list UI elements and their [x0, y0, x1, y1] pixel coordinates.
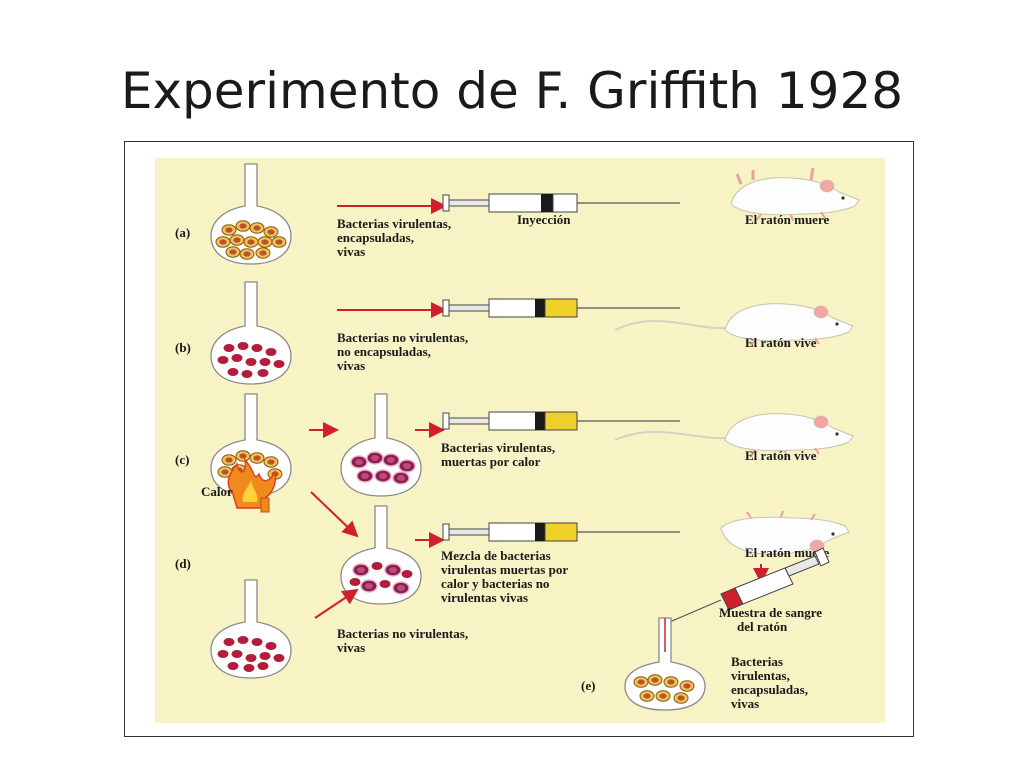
bacteria-label-b: Bacterias no virulentas, no encapsuladas… [337, 330, 471, 373]
flask-b [210, 281, 292, 385]
blood-syringe [664, 547, 830, 625]
syringe-c [442, 411, 680, 431]
flask-c-dead [340, 393, 422, 497]
row-e: (e) Bacterias virulentas, encapsuladas, … [581, 617, 811, 711]
row-label-e: (e) [581, 678, 595, 693]
bacteria-label-a: Bacterias virulentas, encapsuladas, viva… [337, 216, 454, 259]
row-label-a: (a) [175, 225, 190, 240]
row-label-d: (d) [175, 556, 191, 571]
arrow-d-from-nonvirulent [314, 588, 359, 619]
flask-c-heated [210, 393, 292, 513]
result-label-b: El ratón vive [745, 335, 817, 350]
heat-label: Calor [201, 484, 233, 499]
slide-title: Experimento de F. Griffith 1928 [120, 62, 904, 120]
blood-sample-label: Muestra de sangre del ratón [719, 605, 825, 634]
mixture-label: Mezcla de bacterias virulentas muertas p… [441, 548, 571, 605]
syringe-a [442, 193, 680, 213]
result-label-c: El ratón vive [745, 448, 817, 463]
arrow-d-from-c [310, 491, 359, 538]
syringe-d [442, 522, 680, 542]
nonvirulent-label-d: Bacterias no virulentas, vivas [337, 626, 471, 655]
row-label-c: (c) [175, 452, 189, 467]
diagram-frame: (a) Bacterias virulentas, encapsuladas, … [124, 141, 914, 737]
mouse-a [730, 167, 860, 222]
row-c: (c) Calor Bacterias virulentas, muertas … [175, 393, 854, 513]
flask-d-nonvirulent [210, 579, 292, 679]
bacteria-label-e: Bacterias virulentas, encapsuladas, viva… [731, 654, 811, 711]
result-label-d: El ratón muere [745, 545, 829, 560]
mouse-c [614, 412, 854, 458]
mouse-b [614, 302, 854, 348]
injection-label: Inyección [517, 212, 571, 227]
row-d: (d) Mezcla de bacterias virulentas muert… [175, 491, 850, 679]
row-a: (a) Bacterias virulentas, encapsuladas, … [175, 163, 860, 265]
flask-a [210, 163, 292, 265]
result-label-a: El ratón muere [745, 212, 829, 227]
flask-d-mixture [340, 505, 422, 605]
row-b: (b) Bacterias no virulentas, no encapsul… [175, 281, 854, 385]
row-label-b: (b) [175, 340, 191, 355]
bacteria-label-c: Bacterias virulentas, muertas por calor [441, 440, 558, 469]
syringe-b [442, 298, 680, 318]
griffith-experiment-diagram: (a) Bacterias virulentas, encapsuladas, … [155, 158, 885, 723]
flask-e [624, 617, 706, 711]
